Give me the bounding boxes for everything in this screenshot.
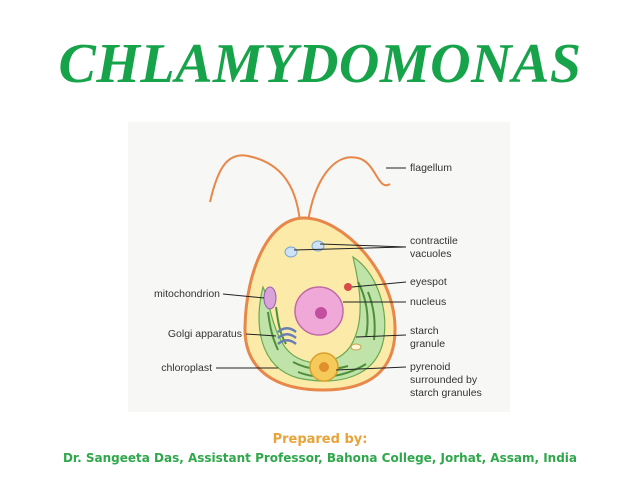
label-contractile-vacuoles-1: contractile xyxy=(410,235,458,247)
contractile-vacuole-1 xyxy=(284,246,298,258)
mitochondrion xyxy=(263,286,277,310)
contractile-vacuole-2 xyxy=(311,240,325,252)
label-pyrenoid-2: surrounded by xyxy=(410,374,478,386)
golgi-apparatus xyxy=(277,327,297,345)
label-eyespot: eyespot xyxy=(410,276,447,288)
flagellum-right xyxy=(307,156,391,223)
label-starch-granule-1: starch xyxy=(410,325,439,337)
label-nucleus: nucleus xyxy=(410,296,446,308)
label-starch-granule-2: granule xyxy=(410,338,445,350)
eyespot xyxy=(344,283,352,291)
nucleolus xyxy=(315,307,327,319)
label-flagellum: flagellum xyxy=(410,162,452,174)
flagellum-left xyxy=(209,154,301,223)
slide-title: CHLAMYDOMONAS xyxy=(58,33,582,95)
author-credit: Dr. Sangeeta Das, Assistant Professor, B… xyxy=(62,451,578,465)
label-golgi-apparatus: Golgi apparatus xyxy=(168,328,242,340)
label-pyrenoid-1: pyrenoid xyxy=(410,361,450,373)
label-pyrenoid-3: starch granules xyxy=(410,387,482,399)
label-chloroplast: chloroplast xyxy=(161,362,212,374)
starch-granule xyxy=(350,343,362,351)
label-mitochondrion: mitochondrion xyxy=(154,288,220,300)
chlamydomonas-diagram: flagellum contractile vacuoles eyespot n… xyxy=(128,122,510,412)
label-contractile-vacuoles-2: vacuoles xyxy=(410,248,451,260)
prepared-by: Prepared by: xyxy=(272,432,368,447)
cell-illustration: flagellum contractile vacuoles eyespot n… xyxy=(154,154,482,399)
